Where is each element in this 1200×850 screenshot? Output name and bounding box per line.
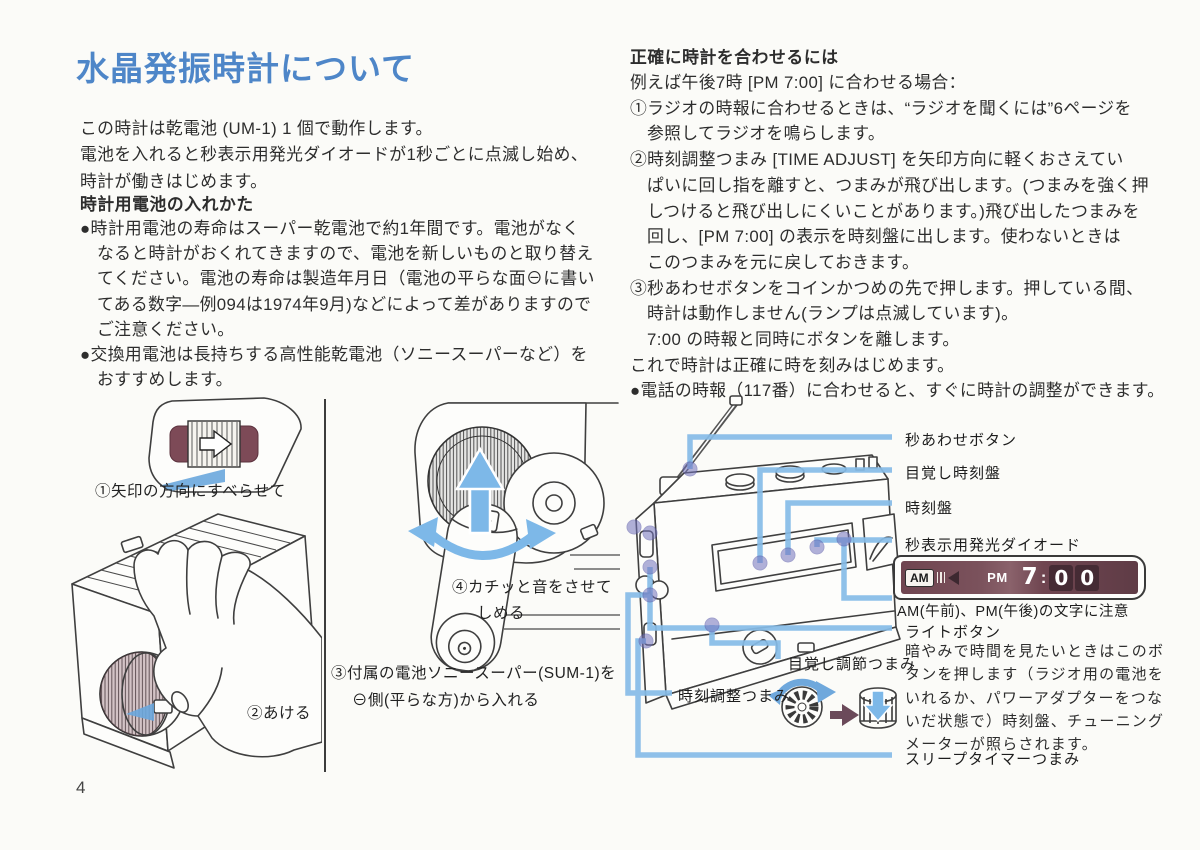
figure-divider-line xyxy=(324,399,326,772)
callout-seconds-set-button: 秒あわせボタン xyxy=(905,432,1018,449)
pop-out-arrow-icon xyxy=(862,690,894,723)
text-line: メーターが照らされます。 xyxy=(905,736,1098,754)
text-line: いれるか、パワーアダプターをつな xyxy=(905,689,1164,707)
clock-display-inset: AM PM 7 : 0 0 xyxy=(893,555,1146,600)
dial-ticks-icon xyxy=(936,572,946,583)
battery-insertion-illustration xyxy=(408,402,620,673)
open-direction-arrow-icon xyxy=(126,703,154,721)
text-line: ご注意ください。 xyxy=(97,319,235,339)
minute-digit: 0 xyxy=(1075,564,1100,591)
left-column-heading: 時計用電池の入れかた xyxy=(80,195,254,214)
left-column-bullets: ●時計用電池の寿命はスーパー乾電池で約1年間です。電池がなくなると時計がおくれて… xyxy=(80,216,595,392)
text-line: 7:00 の時報と同時にボタンを離します。 xyxy=(647,330,960,350)
light-button-description: 暗やみで時間を見たいときはこのボタンを押します（ラジオ用の電池をいれるか、パワー… xyxy=(905,640,1164,756)
text-line: 例えば午後7時 [PM 7:00] に合わせる場合： xyxy=(630,73,966,92)
text-line: おすすめします。 xyxy=(97,370,233,390)
pm-indicator: PM xyxy=(987,570,1008,585)
right-column-heading: 正確に時計を合わせるには xyxy=(630,48,839,67)
text-line: いだ状態で）時刻盤、チューニング xyxy=(905,712,1165,730)
text-line: 時計が働きはじめます。 xyxy=(80,171,268,191)
text-line: ②時刻調整つまみ [TIME ADJUST] を矢印方向に軽くおさえてい xyxy=(630,150,1124,170)
text-line: ●時計用電池の寿命はスーパー乾電池で約1年間です。電池がなく xyxy=(80,219,580,238)
page-title: 水晶発振時計について xyxy=(76,49,416,88)
right-column-body: 例えば午後7時 [PM 7:00] に合わせる場合： ①ラジオの時報に合わせるとき… xyxy=(630,70,1164,404)
text-line: ぱいに回し指を離すと、つまみが飛び出します。(つまみを強く押 xyxy=(647,175,1149,195)
display-note: AM(午前)、PM(午後)の文字に注意 xyxy=(897,604,1129,620)
text-line: ●電話の時報（117番）に合わせると、すぐに時計の調整ができます。 xyxy=(630,381,1165,401)
push-arrow-icon xyxy=(830,704,859,726)
text-line: てある数字—例094は1974年9月)などによって差がありますので xyxy=(97,294,592,314)
hour-digit: 7 xyxy=(1021,564,1038,590)
figure3-step3-caption-line1: ③付属の電池ソニースーパー(SUM-1)を xyxy=(331,665,617,682)
time-digits: 7 : 0 0 xyxy=(1021,564,1100,591)
insert-up-arrow-icon xyxy=(454,446,506,535)
clock-radio-callout-illustration xyxy=(625,395,901,758)
text-line: なると時計がおくれてきますので、電池を新しいものと取り替え xyxy=(97,244,594,264)
figure3-step4-caption-line2: しめる xyxy=(477,605,526,622)
battery-cover-slide-illustration xyxy=(148,397,302,493)
text-line: この時計は乾電池 (UM-1) 1 個で動作します。 xyxy=(80,119,433,138)
text-line: 参照してラジオを鳴らします。 xyxy=(647,124,886,144)
callout-seconds-led: 秒表示用発光ダイオード xyxy=(905,537,1082,554)
minute-digit: 0 xyxy=(1049,564,1074,591)
time-adjust-knob-illustration xyxy=(768,678,897,729)
callout-alarm-adjust-knob: 目覚し調節つまみ xyxy=(788,656,917,673)
figure3-step3-caption-line2: ⊖側(平らな方)から入れる xyxy=(352,692,540,709)
am-indicator: AM xyxy=(905,568,934,587)
figure2-caption: ②あける xyxy=(247,705,312,722)
slide-direction-arrow-icon xyxy=(199,429,233,459)
blue-slide-arrow-icon xyxy=(162,469,225,491)
callout-sleep-timer-knob: スリープタイマーつまみ xyxy=(905,751,1081,768)
hand-opening-battery-cover-illustration xyxy=(71,513,322,769)
callout-clock-dial: 時刻盤 xyxy=(905,500,954,517)
text-line: タンを押します（ラジオ用の電池を xyxy=(905,666,1164,684)
callout-light-button: ライトボタン xyxy=(905,624,1002,641)
text-line: ●交換用電池は長持ちする高性能乾電池（ソニースーパーなど）を xyxy=(80,345,588,365)
text-line: これで時計は正確に時を刻みはじめます。 xyxy=(630,355,955,375)
text-line: このつまみを元に戻しておきます。 xyxy=(647,252,920,272)
left-column-intro: この時計は乾電池 (UM-1) 1 個で動作します。電池を入れると秒表示用発光ダ… xyxy=(80,116,588,195)
text-line: ③秒あわせボタンをコインかつめの先で押します。押している間、 xyxy=(630,278,1144,298)
flip-clock-band: AM PM 7 : 0 0 xyxy=(901,561,1138,594)
callout-time-adjust-knob: 時刻調整つまみ xyxy=(678,688,791,705)
text-line: てください。電池の寿命は製造年月日（電池の平らな面⊖に書い xyxy=(97,269,595,289)
figure3-step4-caption-line1: ④カチッと音をさせて xyxy=(452,579,613,596)
page-number: 4 xyxy=(76,778,86,797)
text-line: 回し、[PM 7:00] の表示を時刻盤に出します。使わないときは xyxy=(647,227,1121,247)
text-line: 電池を入れると秒表示用発光ダイオードが1秒ごとに点滅し始め、 xyxy=(80,145,588,165)
text-line: しつけると飛び出しにくいことがあります。)飛び出したつまみを xyxy=(647,201,1140,221)
figure1-caption: ①矢印の方向にすべらせて xyxy=(95,483,286,500)
rotate-cover-arrow-icon xyxy=(408,517,556,560)
text-line: 時計は動作しません(ランプは点滅しています)。 xyxy=(647,304,1019,324)
dial-pointer-icon xyxy=(948,570,960,585)
colon: : xyxy=(1040,568,1047,587)
text-line: 暗やみで時間を見たいときはこのボ xyxy=(905,643,1165,660)
callout-alarm-time-dial: 目覚し時刻盤 xyxy=(905,465,1002,482)
text-line: ①ラジオの時報に合わせるときは、“ラジオを聞くには”6ページを xyxy=(630,98,1132,118)
